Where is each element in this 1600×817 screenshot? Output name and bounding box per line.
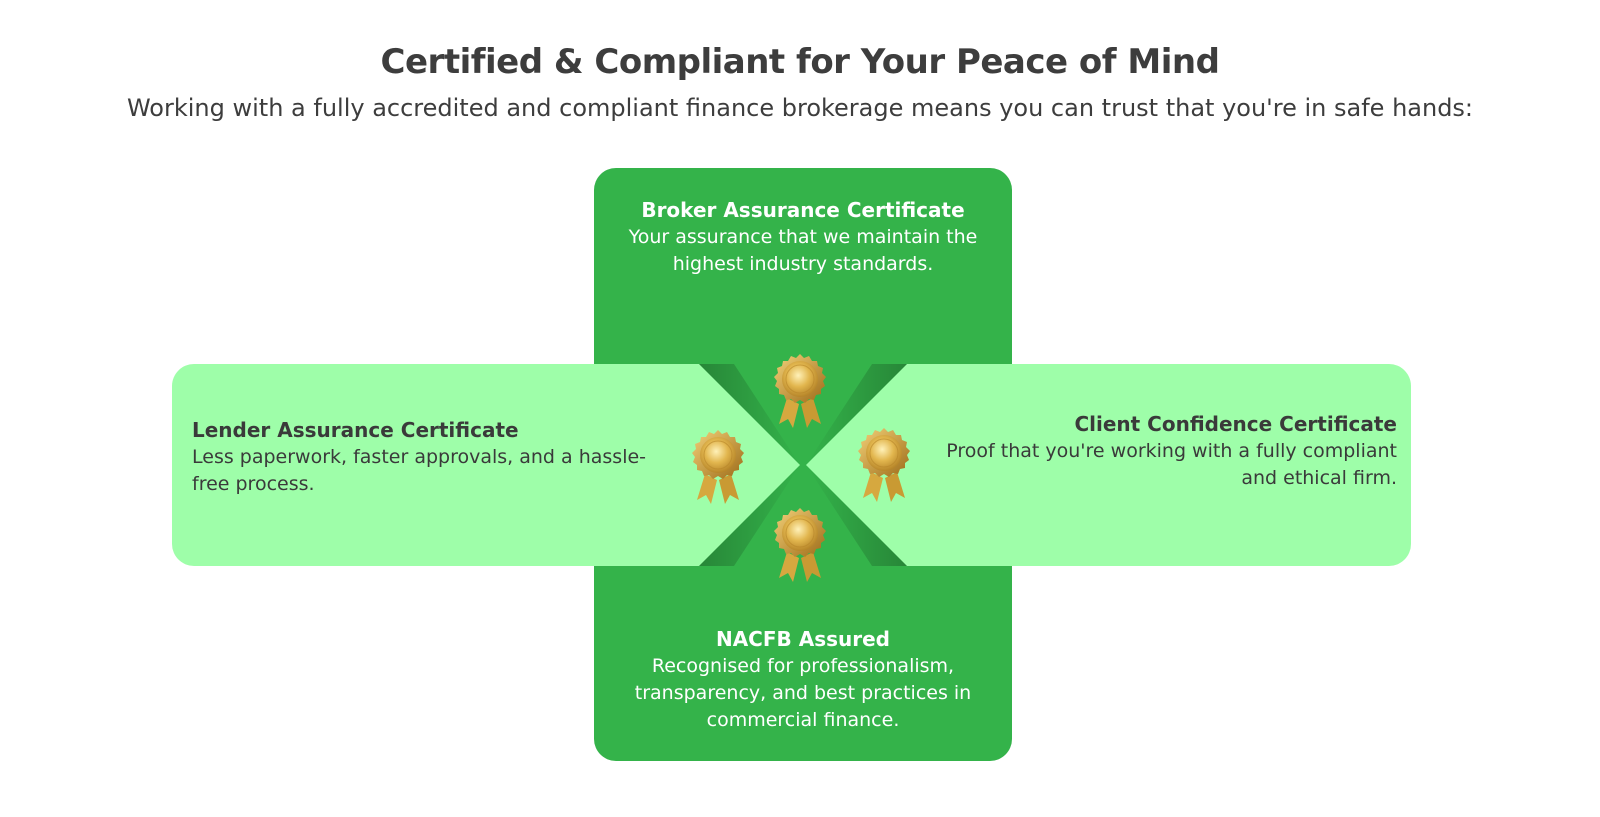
nacfb-assured-title: NACFB Assured — [715, 627, 891, 651]
page-subtitle: Working with a fully accredited and comp… — [126, 94, 1474, 122]
page-title: Certified & Compliant for Your Peace of … — [380, 42, 1220, 82]
medal-icon-right — [853, 426, 915, 506]
client-confidence-title: Client Confidence Certificate — [1074, 412, 1397, 436]
lender-assurance-title: Lender Assurance Certificate — [192, 418, 519, 442]
broker-assurance-title: Broker Assurance Certificate — [641, 198, 965, 222]
broker-assurance-text: Broker Assurance Certificate Your assura… — [594, 196, 1012, 278]
medal-icon-left — [687, 428, 749, 508]
medal-icon-top — [769, 352, 831, 432]
nacfb-assured-text: NACFB Assured Recognised for professiona… — [594, 625, 1012, 734]
medal-icon-bottom — [769, 506, 831, 586]
nacfb-assured-description: Recognised for professionalism, transpar… — [634, 655, 972, 731]
client-confidence-text: Client Confidence Certificate Proof that… — [930, 410, 1397, 492]
broker-assurance-description: Your assurance that we maintain the high… — [628, 226, 978, 275]
client-confidence-description: Proof that you're working with a fully c… — [946, 440, 1397, 489]
lender-assurance-text: Lender Assurance Certificate Less paperw… — [192, 416, 652, 498]
lender-assurance-description: Less paperwork, faster approvals, and a … — [192, 446, 647, 495]
